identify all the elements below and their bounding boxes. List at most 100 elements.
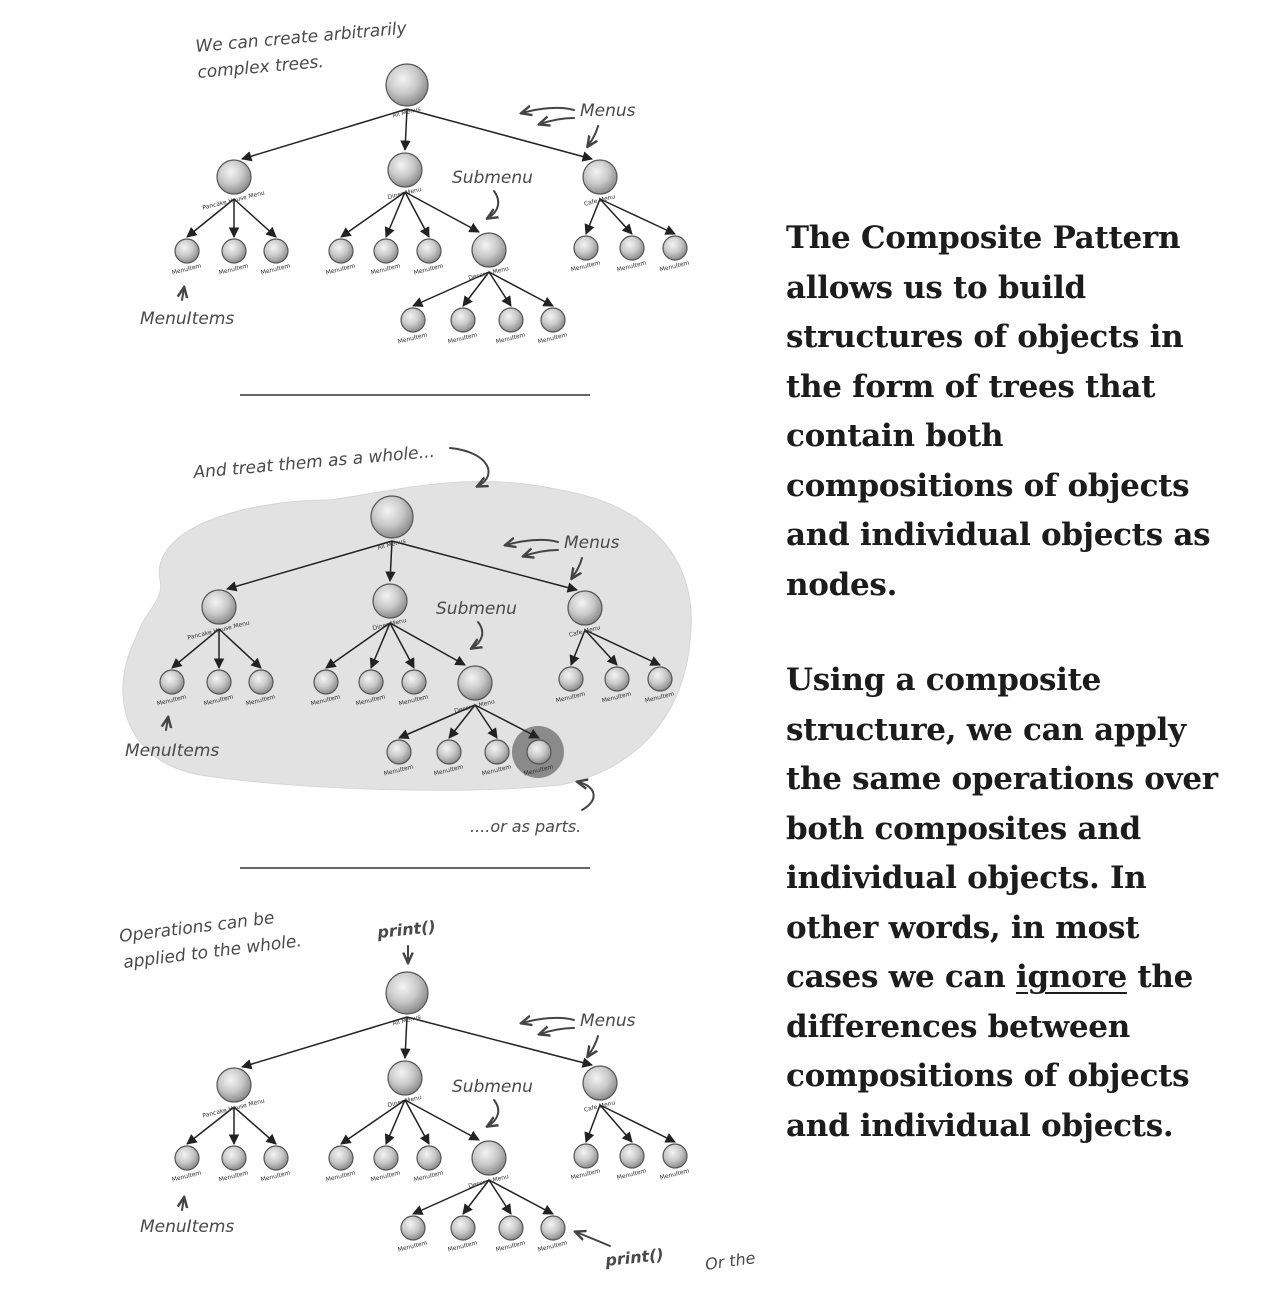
- panel1-submenu-arrow: [488, 190, 500, 218]
- panel2-menuitems-arrow: [166, 718, 168, 731]
- panel1-menus-arrow-a: [522, 108, 575, 113]
- tree1-node-cafe-item-1: [573, 235, 599, 261]
- panel2-parts-arrow: [578, 782, 595, 811]
- panel3-menus-label: Menus: [580, 1011, 636, 1031]
- tree3-node-pancake-item-2-label: MenuItem: [218, 1169, 249, 1183]
- tree3-node-diner-item-1: [328, 1145, 354, 1171]
- tree3-node-dessert-item-1-label: MenuItem: [397, 1239, 428, 1253]
- tree3-edge-dessert-item-3: [488, 1179, 512, 1215]
- tree1-node-cafe-item-2-label: MenuItem: [616, 259, 647, 273]
- tree3-node-dessert-item-2: [450, 1215, 476, 1241]
- tree3-edge-dessert-item-4: [488, 1179, 554, 1215]
- whole-highlight-blob: [122, 480, 692, 791]
- tree2-node-diner-item-2: [358, 669, 384, 695]
- panel2-menus-arrow-a: [506, 540, 559, 545]
- tree3-edge-pancake-item-3: [233, 1106, 277, 1145]
- description-para1: The Composite Pattern allows us to build…: [786, 220, 1211, 603]
- tree3-edge-diner-item-3: [404, 1099, 430, 1145]
- tree3-node-cafe-item-2-label: MenuItem: [616, 1167, 647, 1181]
- tree1-node-all-menus: [385, 63, 429, 107]
- tree1-edge-diner-item-3: [404, 191, 430, 238]
- tree2-edge-diner-item-3: [389, 622, 415, 669]
- tree3-node-dessert-item-2-label: MenuItem: [447, 1239, 478, 1253]
- panel3-print-part: print(): [603, 1245, 664, 1270]
- tree2-edge-dessert-item-4: [474, 704, 540, 739]
- tree1-node-diner-item-1: [328, 238, 354, 264]
- tree3-node-diner-item-2-label: MenuItem: [370, 1169, 401, 1183]
- tree1-edge-cafe-item-2: [599, 198, 633, 235]
- tree2-edge-dessert-item-3: [474, 704, 498, 739]
- tree2-edge-pancake-item-1: [171, 628, 220, 669]
- tree1-node-diner-item-3: [416, 238, 442, 264]
- panel3-menus-arrow-b: [540, 1028, 575, 1034]
- tree2-edge-pancake-item-3: [218, 628, 262, 669]
- tree1-node-dessert-item-1-label: MenuItem: [397, 331, 428, 345]
- tree2-edge-root-diner: [385, 540, 396, 583]
- tree2-node-dessert-item-1: [386, 739, 412, 765]
- tree2-node-dessert-menu: [457, 665, 493, 701]
- panel2-menus-arrow-b: [524, 550, 559, 556]
- tree2-node-cafe-item-2: [604, 666, 630, 692]
- panel2-menus-arrow-c: [572, 557, 583, 578]
- description-para2-after: the differences between compositions of …: [786, 959, 1194, 1144]
- tree3-node-diner-item-1-label: MenuItem: [325, 1169, 356, 1183]
- tree2-node-all-menus: [370, 495, 414, 539]
- panel2-note-line1: And treat them as a whole...: [192, 442, 436, 483]
- tree3-node-dessert-item-4-label: MenuItem: [537, 1239, 568, 1253]
- tree1-edge-pancake-item-1: [186, 198, 235, 238]
- tree1-edge-diner-item-1: [340, 191, 406, 238]
- panel1-menuitems-label: MenuItems: [140, 309, 234, 329]
- tree2-node-cafe-menu: [567, 590, 603, 626]
- tree2-edge-cafe-item-2: [584, 629, 618, 666]
- panel3-menus-arrow-a: [522, 1018, 575, 1023]
- tree3-edge-diner-item-2: [384, 1099, 406, 1145]
- tree3-node-dessert-item-3-label: MenuItem: [495, 1239, 526, 1253]
- tree1-node-dessert-item-4: [540, 307, 566, 333]
- tree3-edge-dessert-item-1: [412, 1179, 490, 1215]
- tree1-node-cafe-menu-label: Cafe Menu: [583, 193, 616, 208]
- tree1-node-dessert-item-1: [400, 307, 426, 333]
- tree1-node-pancake-item-1-label: MenuItem: [171, 262, 202, 276]
- tree3-edge-cafe-item-3: [599, 1104, 676, 1143]
- tree1-node-pancake-item-2-label: MenuItem: [218, 262, 249, 276]
- tree1-node-diner-item-1-label: MenuItem: [325, 262, 356, 276]
- panel1-menus-arrow-b: [540, 118, 575, 124]
- tree3-node-pancake-item-1-label: MenuItem: [171, 1169, 202, 1183]
- tree1-edge-diner-dessert: [404, 191, 480, 233]
- tree1-edge-cafe-item-3: [599, 198, 676, 235]
- description-emphasis: ignore: [1015, 959, 1127, 995]
- tree3-edge-pancake-item-1: [186, 1106, 235, 1145]
- tree1-edge-dessert-item-2: [462, 271, 490, 307]
- tree1-node-pancake-item-1: [174, 238, 200, 264]
- tree1-edge-dessert-item-4: [488, 271, 554, 307]
- tree3-node-pancake-house-menu: [216, 1067, 252, 1103]
- tree3-node-cafe-item-1-label: MenuItem: [570, 1167, 601, 1181]
- tree1-node-cafe-item-2: [619, 235, 645, 261]
- description-para2: Using a composite structure, we can appl…: [786, 656, 1226, 1151]
- tree3-node-pancake-item-3: [263, 1145, 289, 1171]
- tree1-edge-pancake-item-3: [233, 198, 277, 238]
- tree3-node-diner-item-3: [416, 1145, 442, 1171]
- tree2-node-cafe-item-3: [647, 666, 673, 692]
- tree2-edge-diner-dessert: [389, 622, 466, 666]
- tree2-edge-dessert-item-1: [398, 704, 476, 740]
- tree1-node-pancake-house-menu: [216, 159, 252, 195]
- tree3-node-diner-menu: [387, 1060, 423, 1096]
- tree2-node-pancake-house-menu: [201, 589, 237, 625]
- panel1-note-line1: We can create arbitrarily: [195, 19, 409, 57]
- panel2-submenu-label: Submenu: [436, 599, 517, 619]
- panel3-menuitems-arrow: [182, 1198, 184, 1211]
- tree1-node-dessert-item-4-label: MenuItem: [537, 331, 568, 345]
- tree3-node-cafe-item-2: [619, 1143, 645, 1169]
- tree3-edge-diner-item-1: [340, 1099, 406, 1145]
- panel2-parts-note: ....or as parts.: [470, 817, 581, 836]
- tree2-node-cafe-item-1: [558, 666, 584, 692]
- tree3-node-dessert-menu: [471, 1140, 507, 1176]
- tree3-node-pancake-item-1: [174, 1145, 200, 1171]
- tree1-node-cafe-item-3: [662, 235, 688, 261]
- panel1-submenu-label: Submenu: [452, 168, 533, 188]
- panel1-menus-arrow-c: [588, 125, 599, 146]
- tree1-node-pancake-item-2: [221, 238, 247, 264]
- tree1-edge-root-pancake: [240, 108, 408, 162]
